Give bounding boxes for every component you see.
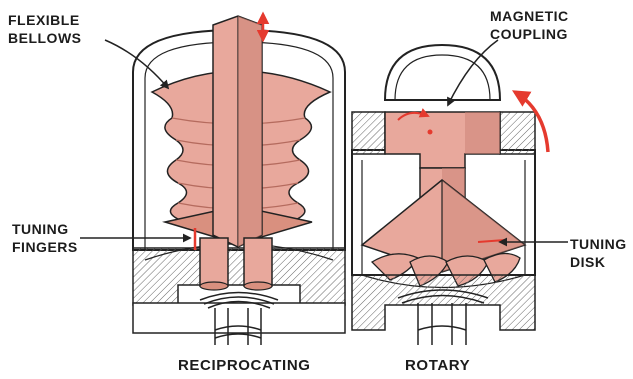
tuning-finger-left xyxy=(200,238,228,286)
tuning-finger-right xyxy=(244,238,272,286)
label-magnetic-coupling-line2: COUPLING xyxy=(490,26,568,42)
label-magnetic-coupling-line1: MAGNETIC xyxy=(490,8,569,24)
right-cavity-base xyxy=(352,275,535,330)
rotary-tuner xyxy=(352,45,548,345)
caption-rotary: ROTARY xyxy=(405,357,470,374)
shaft-side-shading xyxy=(238,16,262,247)
label-flexible-bellows-line2: BELLOWS xyxy=(8,30,82,46)
label-tuning-fingers-line2: FINGERS xyxy=(12,239,78,255)
left-base-floor xyxy=(133,303,345,333)
coupling-ring-left xyxy=(352,112,385,154)
label-tuning-disk-line2: DISK xyxy=(570,254,605,270)
label-tuning-disk-line1: TUNING xyxy=(570,236,627,252)
coupling-ring-right xyxy=(500,112,535,154)
label-flexible-bellows-line1: FLEXIBLE xyxy=(8,12,80,28)
reciprocating-tuner xyxy=(133,14,345,345)
caption-reciprocating: RECIPROCATING xyxy=(178,357,311,374)
label-tuning-fingers-line1: TUNING xyxy=(12,221,69,237)
